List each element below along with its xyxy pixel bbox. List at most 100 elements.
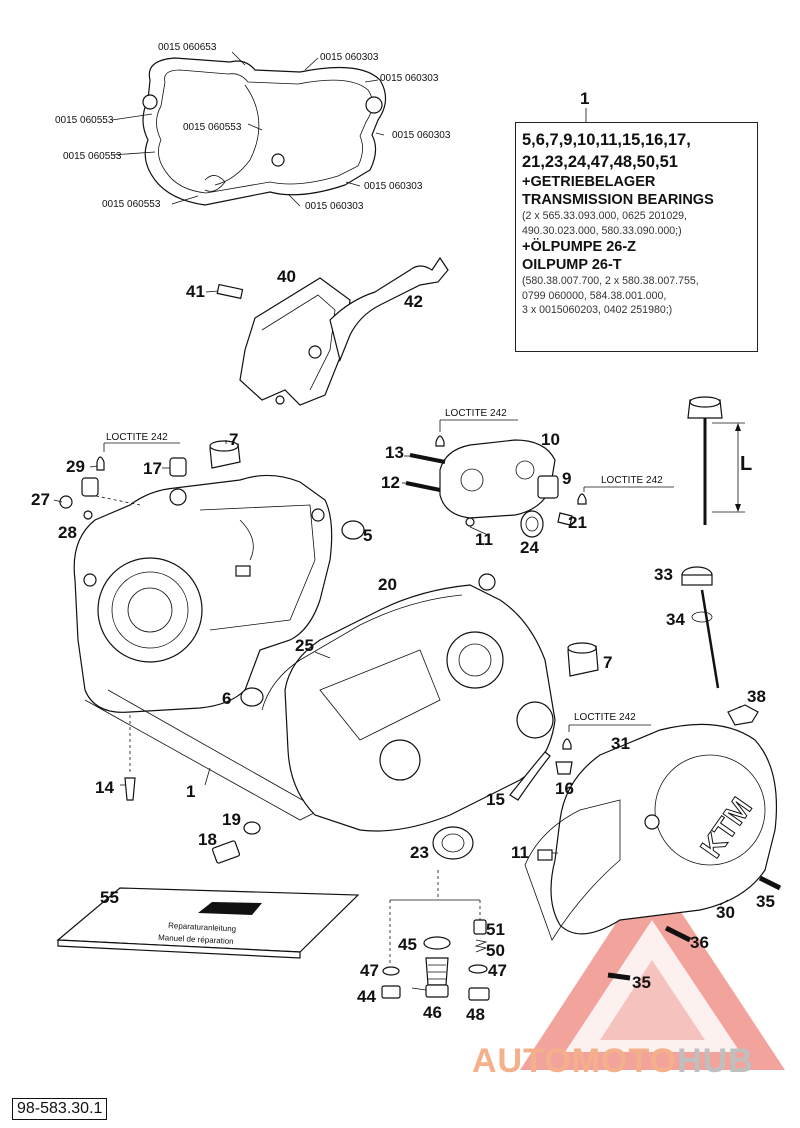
screw-21 bbox=[557, 512, 573, 526]
watermark-wordmark: AUTOMOTOHUB bbox=[472, 1042, 754, 1081]
watermark-word-2: HUB bbox=[677, 1042, 754, 1080]
callout-47: 47 bbox=[488, 961, 507, 980]
kit-number: 1 bbox=[580, 89, 589, 108]
dipstick bbox=[687, 396, 745, 525]
kit-items-line-1: 5,6,7,9,10,11,15,16,17, bbox=[522, 131, 691, 149]
callout-30: 30 bbox=[716, 903, 735, 922]
callout-27: 27 bbox=[31, 490, 50, 509]
loctite-label: LOCTITE 242 bbox=[601, 475, 663, 486]
callout-33: 33 bbox=[654, 565, 673, 584]
small-parts bbox=[59, 440, 782, 981]
callout-40: 40 bbox=[277, 267, 296, 286]
callout-19: 19 bbox=[222, 810, 241, 829]
chain-guide-bracket bbox=[216, 256, 449, 406]
kit-heading-en: TRANSMISSION BEARINGS bbox=[522, 192, 714, 208]
screw-13 bbox=[409, 453, 446, 464]
kit-bearings-1: (2 x 565.33.093.000, 0625 201029, bbox=[522, 210, 687, 222]
gasket-sheet bbox=[84, 689, 321, 821]
callout-18: 18 bbox=[198, 830, 217, 849]
gasket-part-number: 0015 060553 bbox=[63, 151, 122, 162]
loctite-label: LOCTITE 242 bbox=[445, 408, 507, 419]
loctite-notes: LOCTITE 242 LOCTITE 242 LOCTITE 242 LOCT… bbox=[103, 408, 674, 750]
gasket-25 bbox=[261, 594, 463, 711]
callout-17: 17 bbox=[143, 459, 162, 478]
gasket-part-numbers: 0015 060653 0015 060303 0015 060303 0015… bbox=[55, 42, 451, 212]
kit-contents-box: 5,6,7,9,10,11,15,16,17, 21,23,24,47,48,5… bbox=[515, 122, 758, 352]
left-crankcase-half bbox=[73, 474, 333, 713]
crankcase-gasket bbox=[142, 57, 387, 206]
gasket-part-number: 0015 060553 bbox=[102, 199, 161, 210]
gasket-part-number: 0015 060303 bbox=[392, 130, 451, 141]
callout-16: 16 bbox=[555, 779, 574, 798]
callout-42: 42 bbox=[404, 292, 423, 311]
callout-24: 24 bbox=[520, 538, 539, 557]
gasket-leaders bbox=[111, 51, 385, 207]
gasket-part-number: 0015 060553 bbox=[55, 115, 114, 126]
callout-11: 11 bbox=[475, 530, 493, 549]
kit-pump-en: OILPUMP 26-T bbox=[522, 257, 622, 273]
screw-12 bbox=[405, 481, 441, 492]
callout-11: 11 bbox=[511, 843, 529, 862]
callout-46: 46 bbox=[423, 1003, 442, 1022]
callout-9: 9 bbox=[562, 469, 571, 488]
right-crankcase-half bbox=[284, 573, 556, 832]
kit-pump-3: 3 x 0015060203, 0402 251980;) bbox=[522, 304, 673, 316]
callout-14: 14 bbox=[95, 778, 114, 797]
callout-48: 48 bbox=[466, 1005, 485, 1024]
manual-subtitle: Manuel de réparation bbox=[158, 933, 234, 946]
kit-pump-de: +ÖLPUMPE 26-Z bbox=[522, 239, 637, 255]
callout-7: 7 bbox=[229, 430, 238, 449]
repair-manual: Reparaturanleitung Manuel de réparation bbox=[56, 887, 360, 959]
callout-47: 47 bbox=[360, 961, 379, 980]
callout-31: 31 bbox=[611, 734, 630, 753]
callout-50: 50 bbox=[486, 941, 505, 960]
callout-29: 29 bbox=[66, 457, 85, 476]
callout-20: 20 bbox=[378, 575, 397, 594]
gasket-part-number: 0015 060303 bbox=[364, 181, 423, 192]
callout-44: 44 bbox=[357, 987, 376, 1006]
callout-35: 35 bbox=[756, 892, 775, 911]
manual-title: Reparaturanleitung bbox=[168, 921, 236, 934]
loctite-label: LOCTITE 242 bbox=[106, 432, 168, 443]
oil-filler-plug bbox=[681, 566, 720, 689]
callout-34: 34 bbox=[666, 610, 685, 629]
callout-6: 6 bbox=[222, 689, 231, 708]
callout-51: 51 bbox=[486, 920, 505, 939]
clip-38 bbox=[727, 704, 759, 726]
cover-gasket-30 bbox=[524, 799, 621, 941]
callout-13: 13 bbox=[385, 443, 404, 462]
callout-41: 41 bbox=[186, 282, 205, 301]
callout-28: 28 bbox=[58, 523, 77, 542]
callout-leaders bbox=[53, 290, 741, 991]
callout-12: 12 bbox=[381, 473, 400, 492]
gasket-part-number: 0015 060303 bbox=[320, 52, 379, 63]
callout-38: 38 bbox=[747, 687, 766, 706]
kit-pump-2: 0799 060000, 584.38.001.000, bbox=[522, 289, 667, 302]
gasket-part-number: 0015 060303 bbox=[380, 73, 439, 84]
callout-7: 7 bbox=[603, 653, 612, 672]
gasket-part-number: 0015 060653 bbox=[158, 42, 217, 53]
callout-15: 15 bbox=[486, 790, 505, 809]
callout-21: 21 bbox=[568, 513, 587, 532]
oil-pump bbox=[439, 439, 559, 538]
loctite-label: LOCTITE 242 bbox=[574, 712, 636, 723]
watermark-logo bbox=[520, 868, 785, 1070]
oil-screen-group bbox=[381, 870, 490, 1001]
kit-items-line-2: 21,23,24,47,48,50,51 bbox=[522, 153, 678, 171]
dowel-11 bbox=[465, 517, 475, 527]
callout-36: 36 bbox=[690, 933, 709, 952]
callout-10: 10 bbox=[541, 430, 560, 449]
watermark-word-1: AUTOMOTO bbox=[472, 1042, 678, 1080]
clutch-cover: KTM bbox=[550, 723, 778, 935]
callout-45: 45 bbox=[398, 935, 417, 954]
callout-55: 55 bbox=[100, 888, 119, 907]
callout-numbers: 7 29 17 27 28 13 10 12 9 21 11 24 5 20 2… bbox=[31, 430, 775, 1024]
callout-23: 23 bbox=[410, 843, 429, 862]
kit-pump-1: (580.38.007.700, 2 x 580.38.007.755, bbox=[522, 275, 699, 287]
callout-25: 25 bbox=[295, 636, 314, 655]
kit-heading-de: +GETRIEBELAGER bbox=[522, 174, 656, 190]
callout-5: 5 bbox=[363, 526, 372, 545]
document-number: 98-583.30.1 bbox=[12, 1098, 108, 1120]
dipstick-length-label: L bbox=[740, 453, 752, 475]
